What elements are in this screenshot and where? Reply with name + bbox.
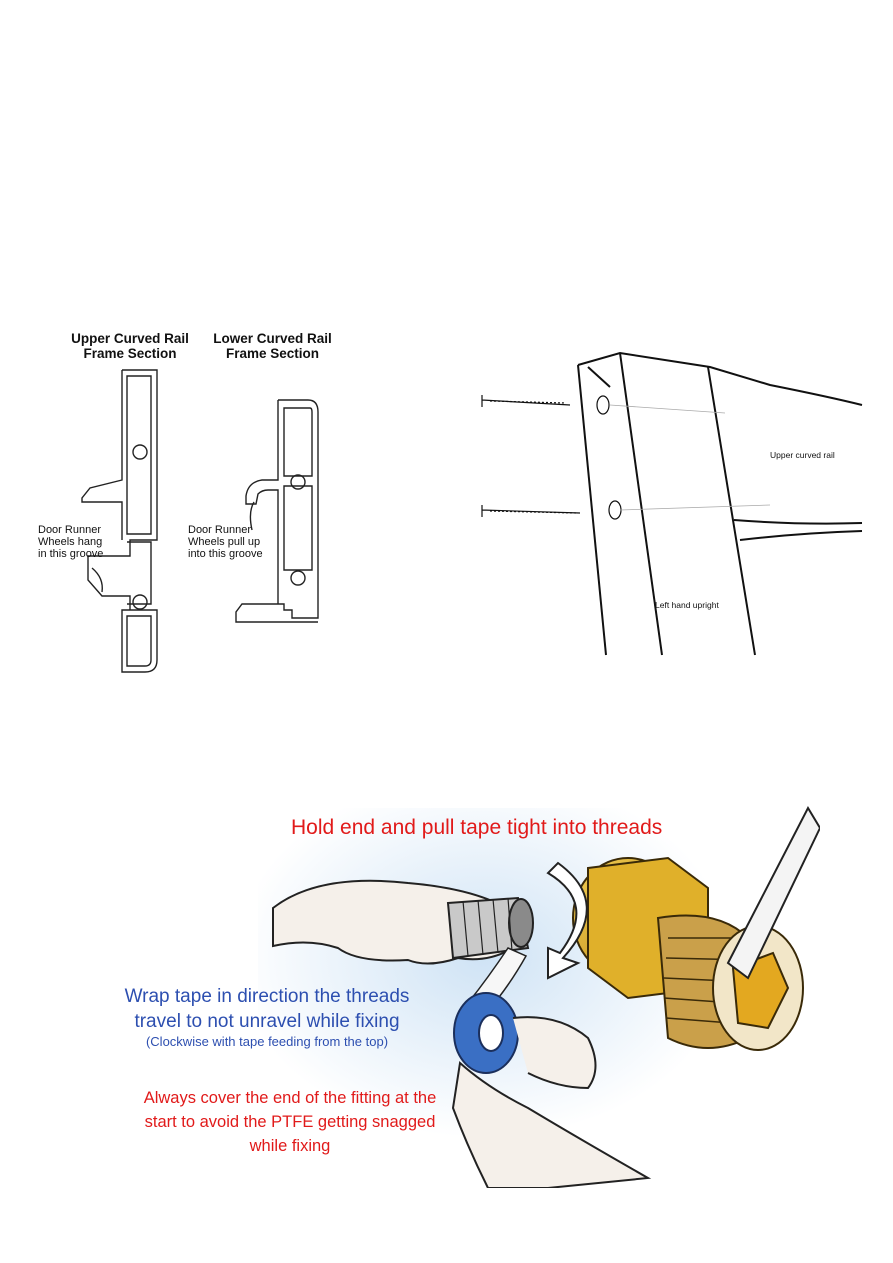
upper-rail-profile: [81, 369, 158, 673]
lower-hand: [451, 1061, 652, 1188]
wrench: [726, 805, 820, 980]
threaded-pipe: [446, 896, 534, 960]
brass-fitting: [572, 856, 804, 1051]
direction-arrow: [546, 861, 588, 980]
lower-rail-profile: [235, 399, 319, 623]
upper-rail-title: Upper Curved Rail Frame Section: [71, 331, 189, 361]
left-upright: [577, 364, 607, 656]
wrap-direction-instruction: Wrap tape in direction the threads trave…: [124, 986, 410, 1049]
rail-profiles-drawing: [81, 369, 319, 673]
upper-rail-note: Door Runner Wheels hang in this groove: [38, 524, 104, 560]
hold-tape-instruction: Hold end and pull tape tight into thread…: [291, 816, 663, 839]
left-hand-upright-label: Left hand upright: [655, 600, 719, 610]
ptfe-artwork: [258, 805, 820, 1188]
cover-end-instruction: Always cover the end of the fitting at t…: [143, 1089, 437, 1155]
ptfe-illustration: Hold end and pull tape tight into thread…: [108, 788, 820, 1188]
upper-curved-rail: [733, 519, 863, 525]
tape-roll: [453, 992, 519, 1074]
upper-curved-rail-label: Upper curved rail: [770, 450, 835, 460]
screw-bottom: [481, 505, 581, 517]
lower-rail-title: Lower Curved Rail Frame Section: [213, 331, 332, 361]
frame-corner-drawing: [481, 351, 863, 656]
lower-rail-note: Door Runner Wheels pull up into this gro…: [188, 524, 263, 560]
